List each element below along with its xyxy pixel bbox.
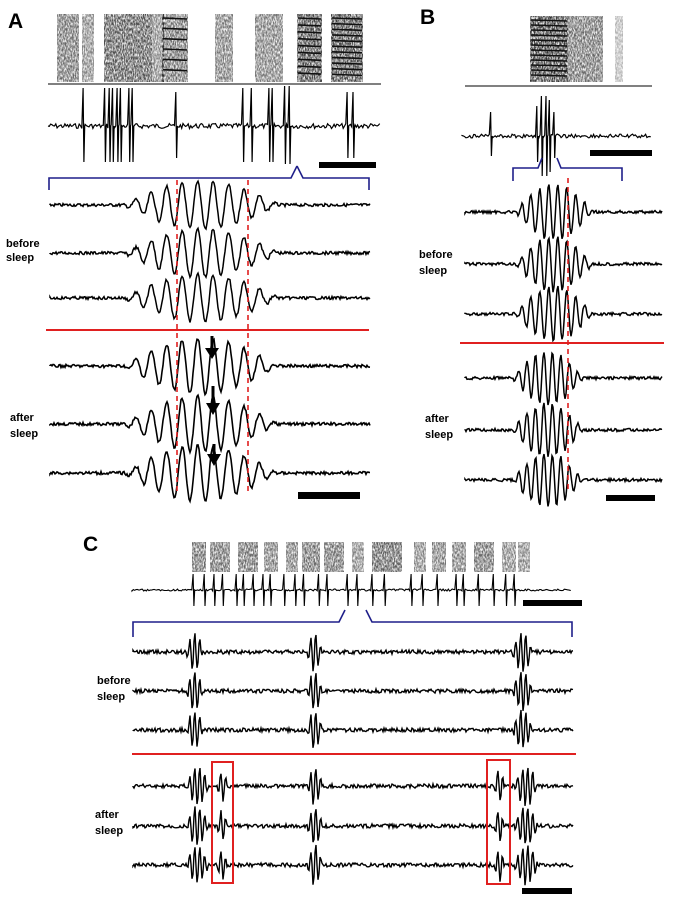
panel-c-syllable (238, 542, 258, 572)
panel-b-scale-bar-bottom (606, 495, 655, 501)
panel-b-after-trace-3 (464, 453, 663, 507)
panel-c-after-label-line1: after (95, 809, 120, 821)
panel-a-expansion-bracket (48, 165, 370, 190)
panel-c-syllable (210, 542, 230, 572)
panel-c-before-trace-2 (132, 672, 574, 711)
panel-b-before-label-line2: sleep (419, 265, 447, 277)
panel-b-after-label-line1: after (425, 413, 450, 425)
panel-c-after-label-line2: sleep (95, 825, 123, 837)
panel-a-after-label-line1: after (10, 412, 35, 424)
panel-a-after-label-line2: sleep (10, 428, 38, 440)
panel-c-syllable (264, 542, 278, 572)
panel-b-traces (464, 184, 663, 507)
panel-a-before-label-line1: before (6, 238, 40, 250)
panel-a-syllable (82, 14, 94, 82)
panel-c-syllable (324, 542, 344, 572)
panel-b-before-trace-2 (464, 236, 663, 293)
panel-c-syllable (474, 542, 494, 572)
panel-c-before-label-line2: sleep (97, 691, 125, 703)
panel-a-before-trace-3 (49, 271, 371, 323)
panel-c-syllable (286, 542, 298, 572)
panel-b-syllable (568, 16, 603, 82)
panel-a-after-trace-1 (49, 337, 371, 397)
panel-a-down-arrow-icon-2 (206, 386, 220, 415)
panel-c-syllable (518, 542, 530, 572)
panel-b-before-trace-1 (464, 184, 663, 240)
panel-b-syllable (530, 16, 568, 82)
panel-c-expansion-bracket (132, 609, 573, 637)
panel-a-before-trace-1 (49, 179, 371, 231)
panel-c-spectrogram (192, 542, 530, 572)
panel-b: B before sleep after sleep (419, 6, 664, 507)
panel-c-syllable (432, 542, 446, 572)
panel-a-syllable (57, 14, 79, 82)
panel-a-raw-recording (47, 85, 381, 165)
panel-c-scale-bar-top (523, 600, 582, 606)
panel-c: C before sleep after sleep (83, 533, 582, 894)
panel-c-scale-bar-bottom (522, 888, 572, 894)
panel-a-after-trace-2 (49, 393, 371, 455)
panel-b-spectrogram (530, 16, 623, 82)
panel-b-after-label-line2: sleep (425, 429, 453, 441)
panel-c-before-trace-3 (132, 709, 574, 748)
panel-b-after-trace-2 (464, 402, 663, 457)
panel-b-before-trace-3 (464, 285, 663, 343)
panel-a-syllable (297, 14, 322, 82)
panel-a-after-trace-3 (49, 443, 370, 504)
panel-c-traces (132, 633, 574, 886)
panel-a-syllable (104, 14, 152, 82)
panel-a-before-trace-2 (49, 226, 371, 280)
panel-a-scale-bar-top (319, 162, 376, 168)
panel-a-label: A (8, 10, 23, 33)
panel-c-before-trace-1 (132, 633, 574, 672)
panel-c-syllable (452, 542, 466, 572)
panel-b-syllable (615, 16, 623, 82)
panel-a-down-arrow-icon-1 (205, 336, 219, 359)
panel-a-syllable (152, 14, 164, 82)
panel-c-label: C (83, 533, 98, 556)
panel-c-after-trace-1 (132, 767, 574, 806)
panel-c-highlight-box-2 (486, 759, 511, 885)
panel-c-syllable (352, 542, 364, 572)
panel-c-raw-recording (131, 573, 571, 607)
panel-c-before-label-line1: before (97, 675, 131, 687)
panel-a-before-label-line2: sleep (6, 252, 34, 264)
panel-b-after-trace-1 (464, 351, 663, 406)
panel-c-syllable (192, 542, 206, 572)
panel-a-spectrogram (57, 14, 363, 82)
panel-a: A before sleep after sleep (6, 10, 381, 504)
panel-b-before-label-line1: before (419, 249, 453, 261)
panel-a-syllable (255, 14, 283, 82)
panel-c-syllable (372, 542, 402, 572)
panel-a-down-arrow-icon-3 (207, 444, 221, 466)
panel-a-traces (49, 179, 371, 504)
panel-b-label: B (420, 6, 435, 29)
panel-b-raw-recording (461, 95, 651, 177)
panel-a-syllable (215, 14, 233, 82)
panel-a-scale-bar-bottom (298, 492, 360, 499)
panel-b-expansion-bracket (512, 157, 623, 181)
panel-c-after-trace-3 (132, 844, 574, 886)
panel-a-syllable (331, 14, 363, 82)
panel-c-highlight-box-1 (211, 761, 234, 884)
panel-b-scale-bar-top (590, 150, 652, 156)
panel-c-syllable (414, 542, 426, 572)
panel-c-after-trace-2 (132, 806, 574, 845)
panel-a-syllable (162, 14, 188, 82)
panel-c-syllable (302, 542, 320, 572)
panel-c-syllable (502, 542, 516, 572)
